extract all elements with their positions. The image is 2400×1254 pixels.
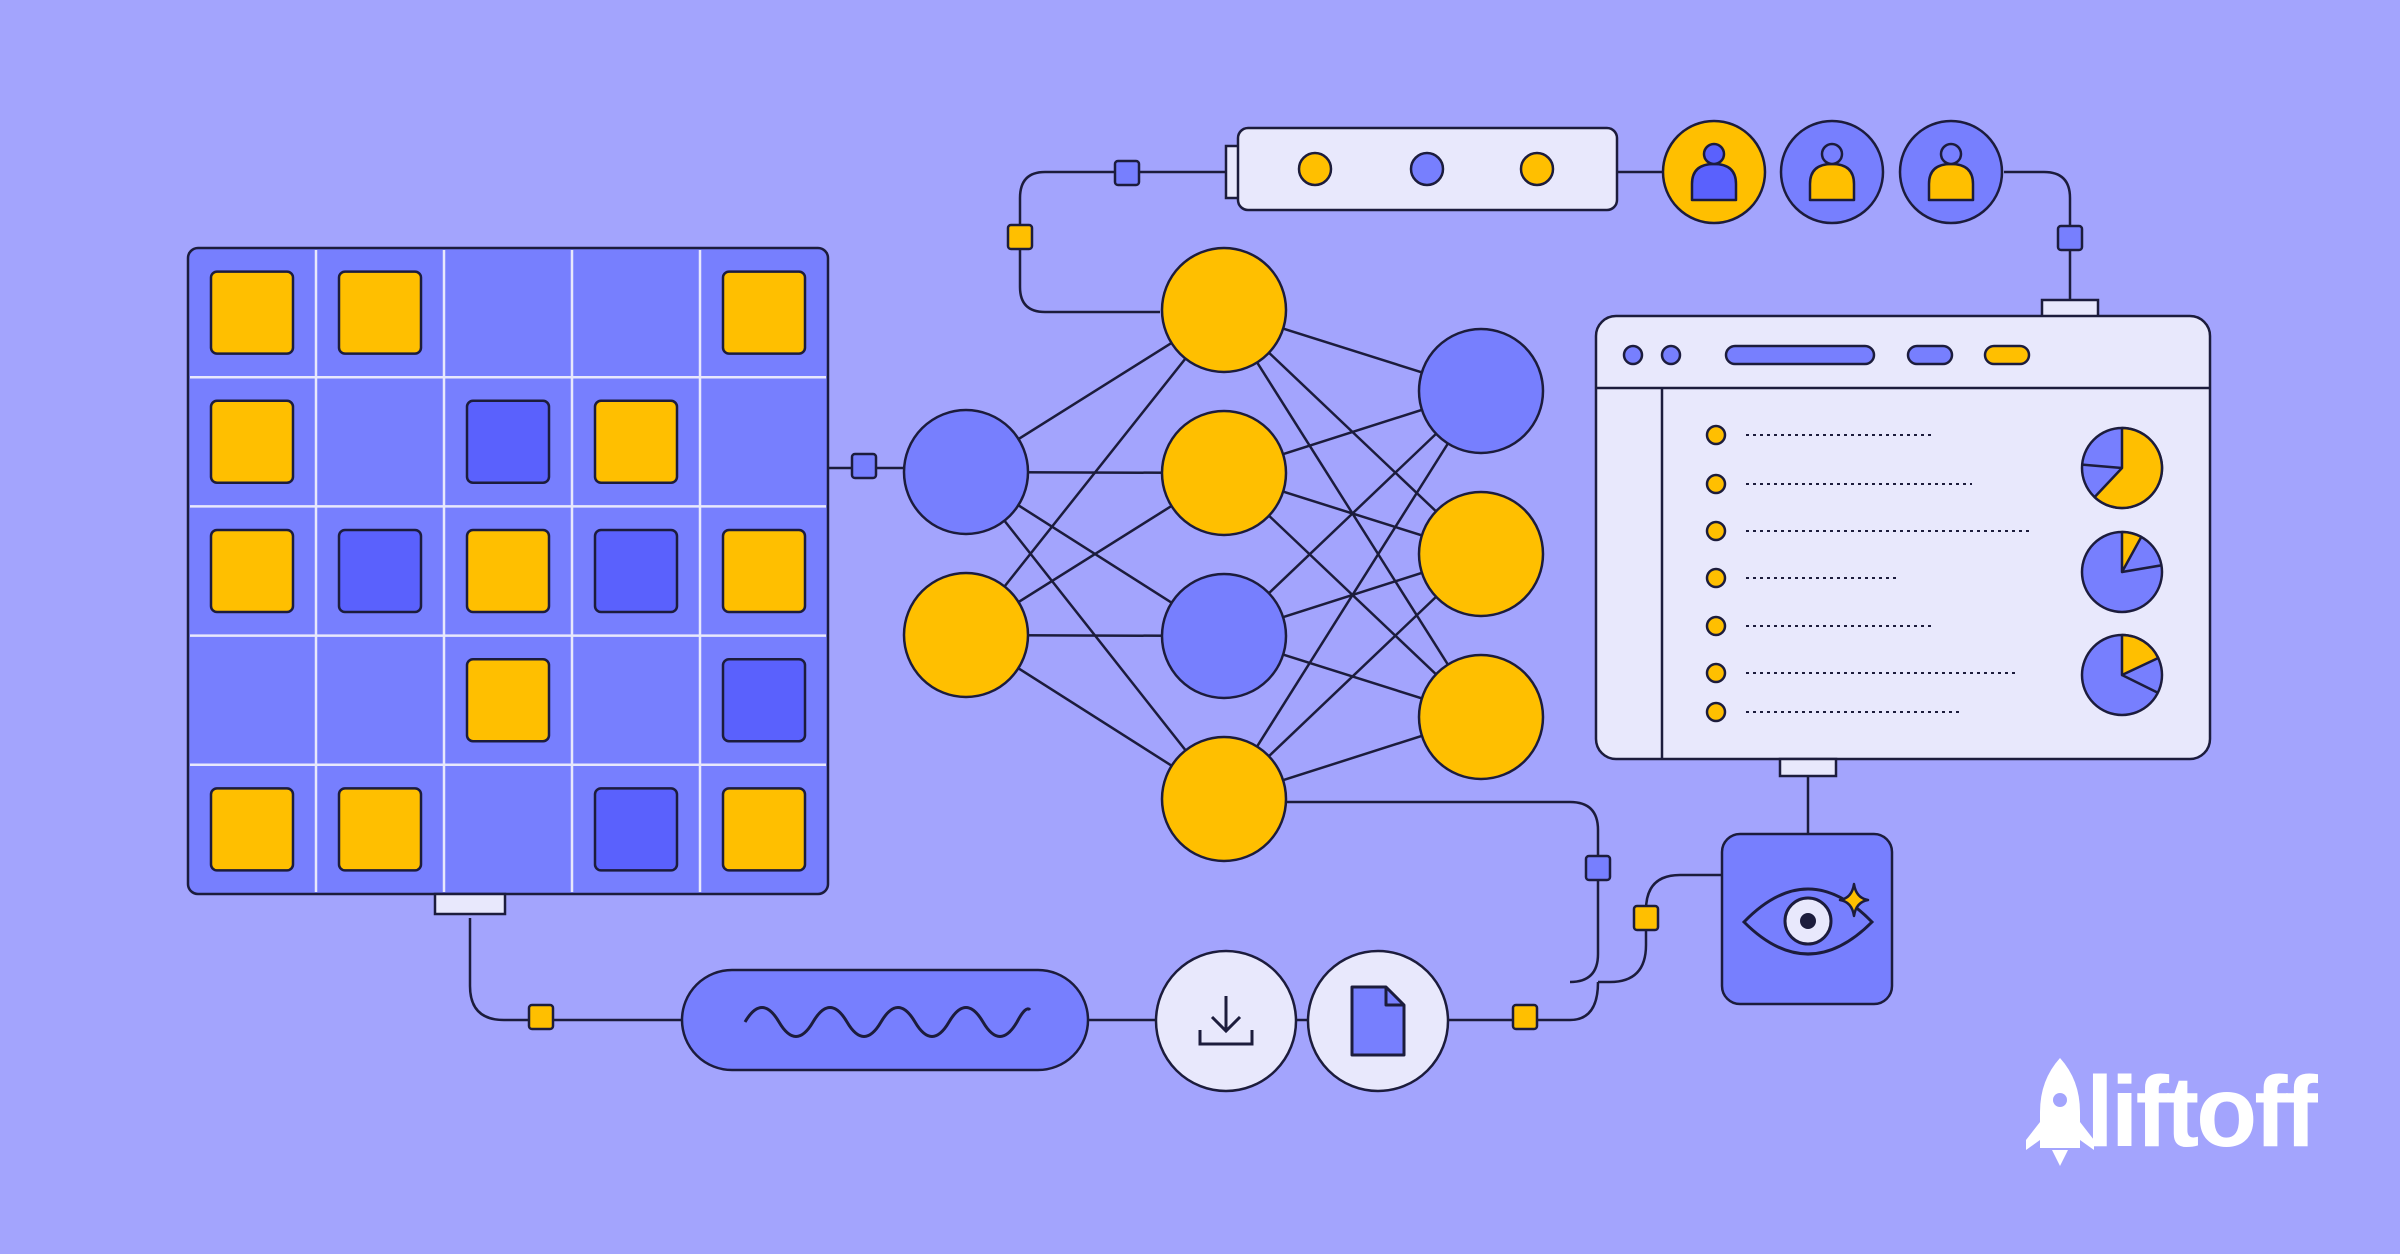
connector-file-to-pipeline (1448, 981, 1600, 1022)
network-node-yellow (902, 571, 1030, 699)
dashboard-pie-charts (2080, 426, 2164, 717)
grid-cell-yellow (593, 399, 679, 485)
connector-network-to-pipeline (1286, 800, 1600, 984)
pie-divider (2121, 673, 2159, 694)
rocket-icon (2026, 1058, 2094, 1166)
list-bullet (1705, 662, 1727, 684)
grid-cell-yellow (465, 528, 551, 614)
grid-cell-yellow (337, 787, 423, 872)
user-icon (1779, 119, 1885, 225)
slider-dot-yellow (1519, 151, 1555, 187)
pie-chart (2080, 426, 2164, 510)
connector-joints (527, 159, 2084, 1031)
list-bullet (1705, 424, 1727, 446)
grid-cell-yellow (209, 270, 295, 355)
grid-cell-blue (593, 528, 679, 614)
connector-joint-yellow (527, 1003, 555, 1031)
grid-cell-blue (337, 528, 423, 614)
network-edge (1222, 390, 1483, 800)
address-bar (1724, 344, 1876, 366)
connector-joint-blue (2056, 224, 2084, 252)
brand-wordmark: liftoff (2086, 1056, 2319, 1168)
connector-joint-yellow (1006, 223, 1034, 251)
grid-cells (209, 270, 807, 872)
pie-chart (2080, 530, 2164, 614)
user-icon (1661, 119, 1767, 225)
dashboard-list (1705, 424, 2030, 723)
grid-cell-blue (465, 399, 551, 485)
grid-cell-blue (593, 787, 679, 872)
dashboard-frame (1594, 314, 2212, 761)
connector-lines (468, 170, 2072, 1022)
slider-dots (1297, 151, 1555, 187)
list-bullet (1705, 567, 1727, 589)
slider-panel (1224, 126, 1619, 212)
network-node-blue (1160, 572, 1288, 700)
brand-logo: liftoff (2026, 1056, 2322, 1168)
grid-cell-yellow (209, 528, 295, 614)
list-bullet (1705, 615, 1727, 637)
pie-slice (2120, 530, 2143, 574)
connector-grid-to-wave (468, 918, 682, 1022)
network-node-yellow (1160, 246, 1288, 374)
data-grid-panel (186, 246, 830, 916)
connector-joint-blue (850, 452, 878, 480)
connector-joint-blue (1113, 159, 1141, 187)
connector-joint-yellow (1511, 1003, 1539, 1031)
grid-cell-blue (721, 657, 807, 743)
network-node-blue (902, 408, 1030, 536)
file-node (1306, 949, 1450, 1093)
pie-chart (2080, 633, 2164, 717)
grid-cell-yellow (721, 270, 807, 355)
network-node-blue (1417, 327, 1545, 455)
network-node-yellow (1160, 409, 1288, 537)
grid-bottom-port (433, 892, 507, 916)
pie-slice (2120, 633, 2160, 677)
grid-cell-yellow (721, 528, 807, 614)
network-node-yellow (1417, 653, 1545, 781)
window-dot (1622, 344, 1644, 366)
grid-cell-yellow (209, 399, 295, 485)
slider-dot-yellow (1297, 151, 1333, 187)
connector-joint-blue (1584, 854, 1612, 882)
dashboard-bottom-port (1778, 757, 1838, 778)
dashboard-window (1594, 298, 2212, 778)
network-edge (965, 309, 1225, 636)
eye-sparkle-icon (1741, 882, 1875, 956)
sine-wave-icon (743, 1006, 1032, 1038)
user-avatars (1661, 119, 2004, 225)
document-icon (1350, 985, 1406, 1057)
grid-lines (190, 250, 826, 892)
network-node-yellow (1417, 490, 1545, 618)
list-bullet (1705, 701, 1727, 723)
signal-pill (680, 968, 1090, 1072)
signal-pill-body (680, 968, 1090, 1072)
slider-dot-blue (1409, 151, 1445, 187)
neural-network (902, 246, 1545, 863)
network-node-yellow (1160, 735, 1288, 863)
grid-cell-yellow (209, 787, 295, 872)
network-edges (965, 308, 1483, 801)
connector-joint-yellow (1632, 904, 1660, 932)
pie-divider (2121, 564, 2162, 574)
vision-box (1720, 832, 1894, 1006)
download-node (1154, 949, 1298, 1093)
list-bullet (1705, 520, 1727, 542)
pie-slice (2093, 426, 2164, 510)
header-pill-accent (1983, 344, 2031, 366)
grid-cell-yellow (721, 787, 807, 872)
connector-eye-to-pipeline (1598, 873, 1722, 984)
user-icon (1898, 119, 2004, 225)
grid-cell-yellow (465, 657, 551, 743)
connector-users-to-dashboard (2004, 170, 2072, 300)
window-dot (1660, 344, 1682, 366)
download-icon (1198, 996, 1254, 1046)
header-pill (1906, 344, 1954, 366)
grid-cell-yellow (337, 270, 423, 355)
list-bullet (1705, 473, 1727, 495)
pie-divider (2082, 463, 2123, 470)
